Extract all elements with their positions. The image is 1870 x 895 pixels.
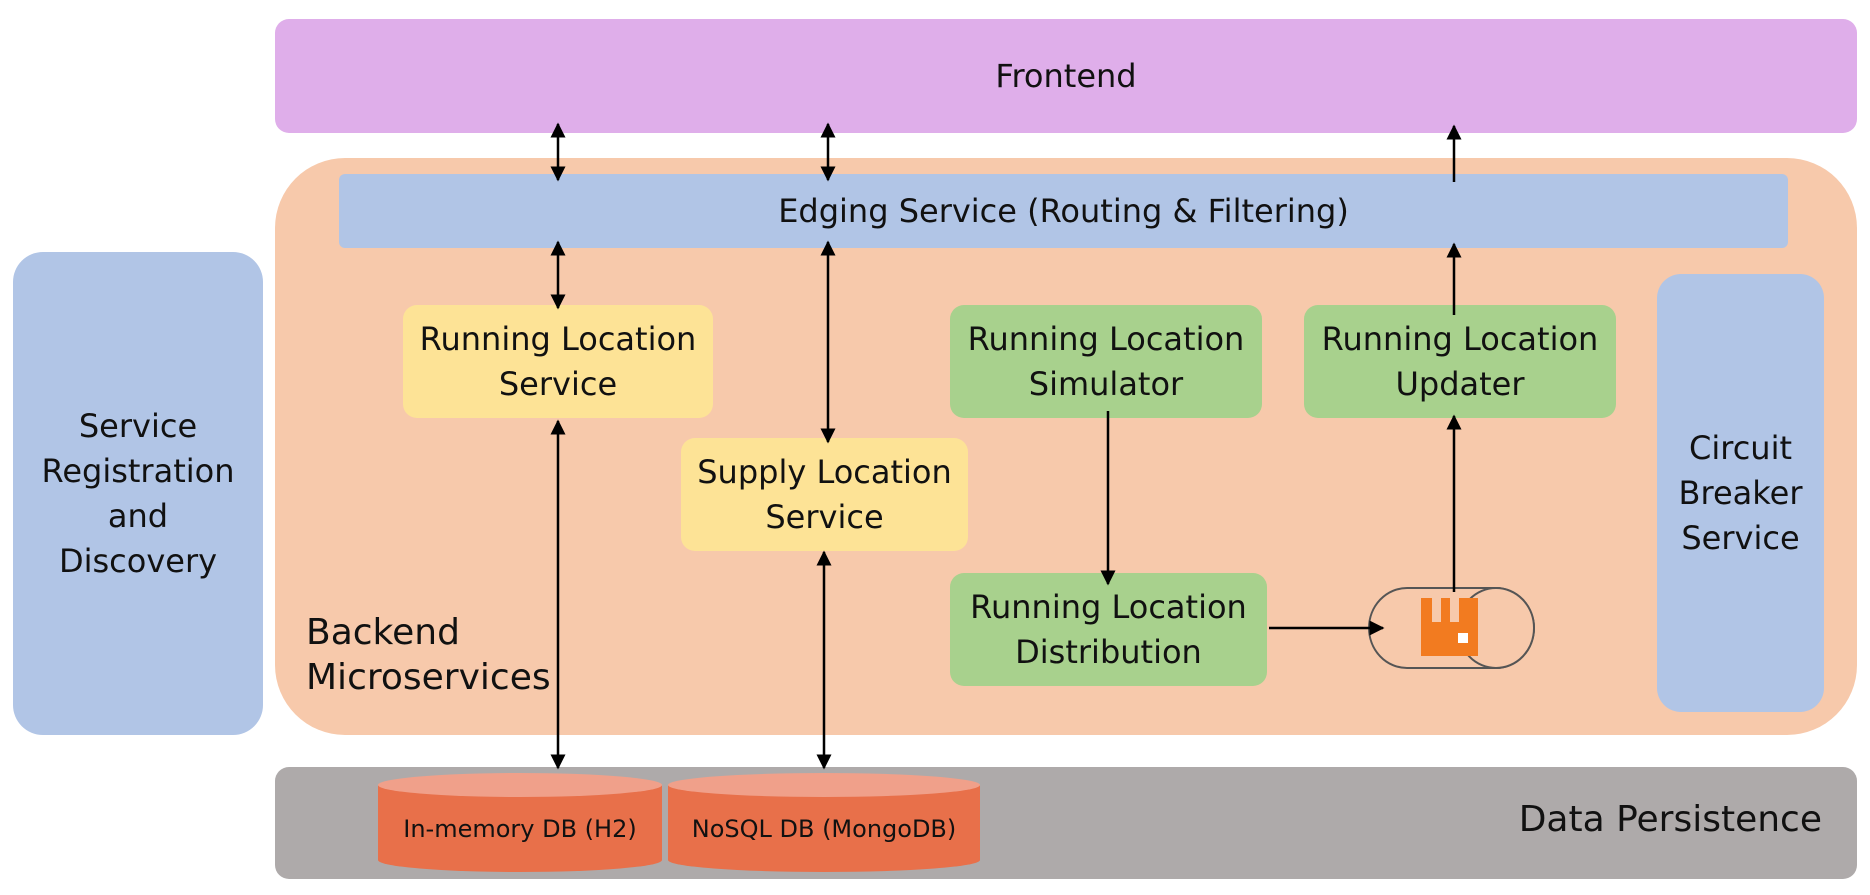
registry-label-line4: Discovery [58,541,218,580]
circuit-breaker-block: Circuit Breaker Service [1657,274,1824,712]
edging-service-label: Edging Service (Routing & Filtering) [778,192,1349,230]
running-location-updater-block: Running Location Updater [1304,305,1616,418]
edging-service-block: Edging Service (Routing & Filtering) [339,174,1788,248]
in-memory-db-label: In-memory DB (H2) [403,815,637,843]
data-persistence-label: Data Persistence [1518,799,1822,840]
in-memory-db-cylinder [378,773,662,872]
simulator-label-line1: Running Location [967,319,1245,358]
running-location-distribution-block: Running Location Distribution [950,573,1267,686]
frontend-block: Frontend [275,19,1857,133]
registry-label-line2: Registration [41,451,235,490]
message-queue-icon [1368,587,1535,669]
updater-label-line1: Running Location [1321,319,1599,358]
backend-microservices-label: Backend Microservices [306,610,551,700]
frontend-label: Frontend [995,57,1137,95]
sls-label-line2: Service [765,497,884,536]
simulator-label-line2: Simulator [1028,364,1184,403]
breaker-label-line2: Breaker [1678,473,1803,512]
breaker-label-line1: Circuit [1689,428,1792,467]
updater-label-line2: Updater [1395,364,1525,403]
running-location-service-block: Running Location Service [403,305,713,418]
rls-label-line1: Running Location [419,319,697,358]
registry-label-line3: and [107,496,169,535]
sls-label-line1: Supply Location [697,452,952,491]
backend-label-line1: Backend [306,612,460,653]
backend-label-line2: Microservices [306,657,551,698]
running-location-simulator-block: Running Location Simulator [950,305,1262,418]
nosql-db-cylinder [668,773,980,872]
registry-label-line1: Service [78,406,198,445]
distribution-label-line1: Running Location [970,587,1247,626]
nosql-db-label: NoSQL DB (MongoDB) [691,815,957,843]
rls-label-line2: Service [498,364,618,403]
service-registry-block: Service Registration and Discovery [13,252,263,735]
distribution-label-line2: Distribution [1015,632,1202,671]
breaker-label-line3: Service [1681,518,1800,557]
supply-location-service-block: Supply Location Service [681,438,968,551]
